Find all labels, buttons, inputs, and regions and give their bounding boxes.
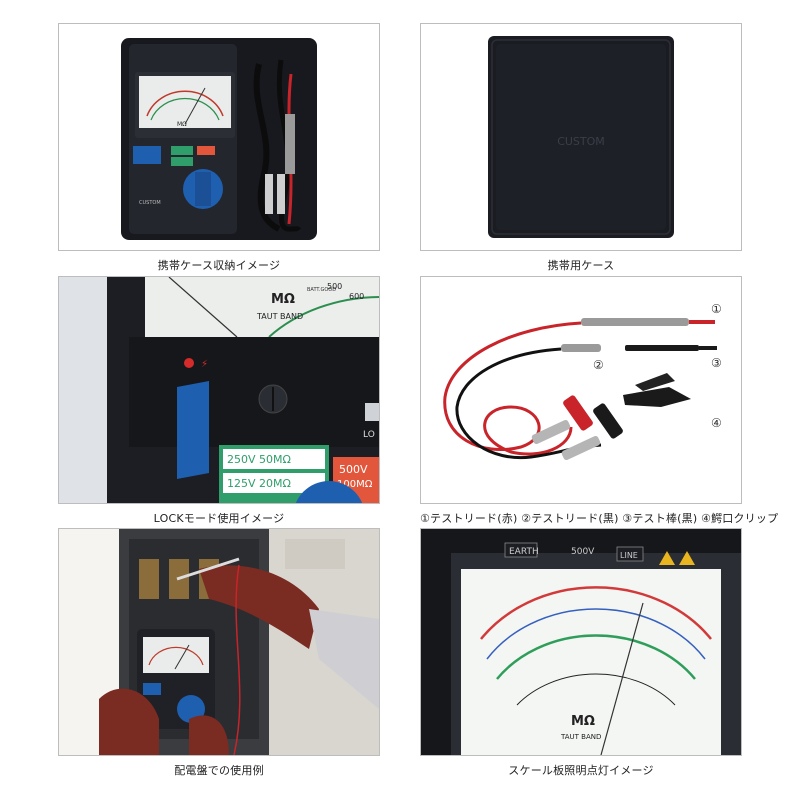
scale-500: 500: [327, 282, 342, 291]
caption-distribution-board: 配電盤での使用例: [174, 764, 264, 777]
label-2: ②: [593, 358, 604, 372]
svg-text:MΩ: MΩ: [177, 121, 187, 128]
label-4: ④: [711, 416, 722, 430]
caption-test-leads: ①テストリード(赤) ②テストリード(黒) ③テスト棒(黒) ④鰐口クリップ: [420, 512, 779, 525]
scale-600: 600: [349, 292, 364, 301]
photo-scale-illumination: EARTH 500V LINE MΩ TAUT BAND: [420, 528, 742, 756]
case-brand-logo: CUSTOM: [557, 135, 605, 148]
photo-carrying-case: CUSTOM: [420, 23, 742, 251]
caption-scale-illumination: スケール板照明点灯イメージ: [508, 764, 654, 777]
range-100m: 100MΩ: [337, 479, 373, 490]
scale-taut-band: TAUT BAND: [560, 733, 601, 741]
photo-lock-mode: MΩ TAUT BAND BATT.GOOD 500 600 ⚡ LO 250V…: [58, 276, 380, 504]
meter-unit-label: MΩ: [271, 292, 295, 307]
caption-case-storage: 携帯ケース収納イメージ: [157, 259, 281, 272]
caption-lock-mode: LOCKモード使用イメージ: [153, 512, 285, 525]
scale-unit-label: MΩ: [571, 714, 595, 729]
earth-label: EARTH: [509, 547, 539, 557]
batt-good-label: BATT.GOOD: [307, 287, 336, 293]
range-125v: 125V 20MΩ: [227, 477, 291, 490]
label-1: ①: [711, 302, 722, 316]
photo-case-storage: MΩ CUSTOM: [58, 23, 380, 251]
taut-band-label: TAUT BAND: [256, 312, 303, 321]
label-3: ③: [711, 356, 722, 370]
svg-text:⚡: ⚡: [201, 359, 208, 370]
line-label: LINE: [620, 551, 638, 560]
range-250v: 250V 50MΩ: [227, 453, 291, 466]
photo-test-leads: ① ② ③ ④: [420, 276, 742, 504]
range-500v: 500V: [339, 463, 368, 476]
lock-label: LO: [363, 430, 375, 440]
caption-carrying-case: 携帯用ケース: [547, 259, 615, 272]
photo-distribution-board: [58, 528, 380, 756]
case-brand-text: CUSTOM: [139, 200, 161, 206]
voltage-label: 500V: [571, 547, 595, 557]
